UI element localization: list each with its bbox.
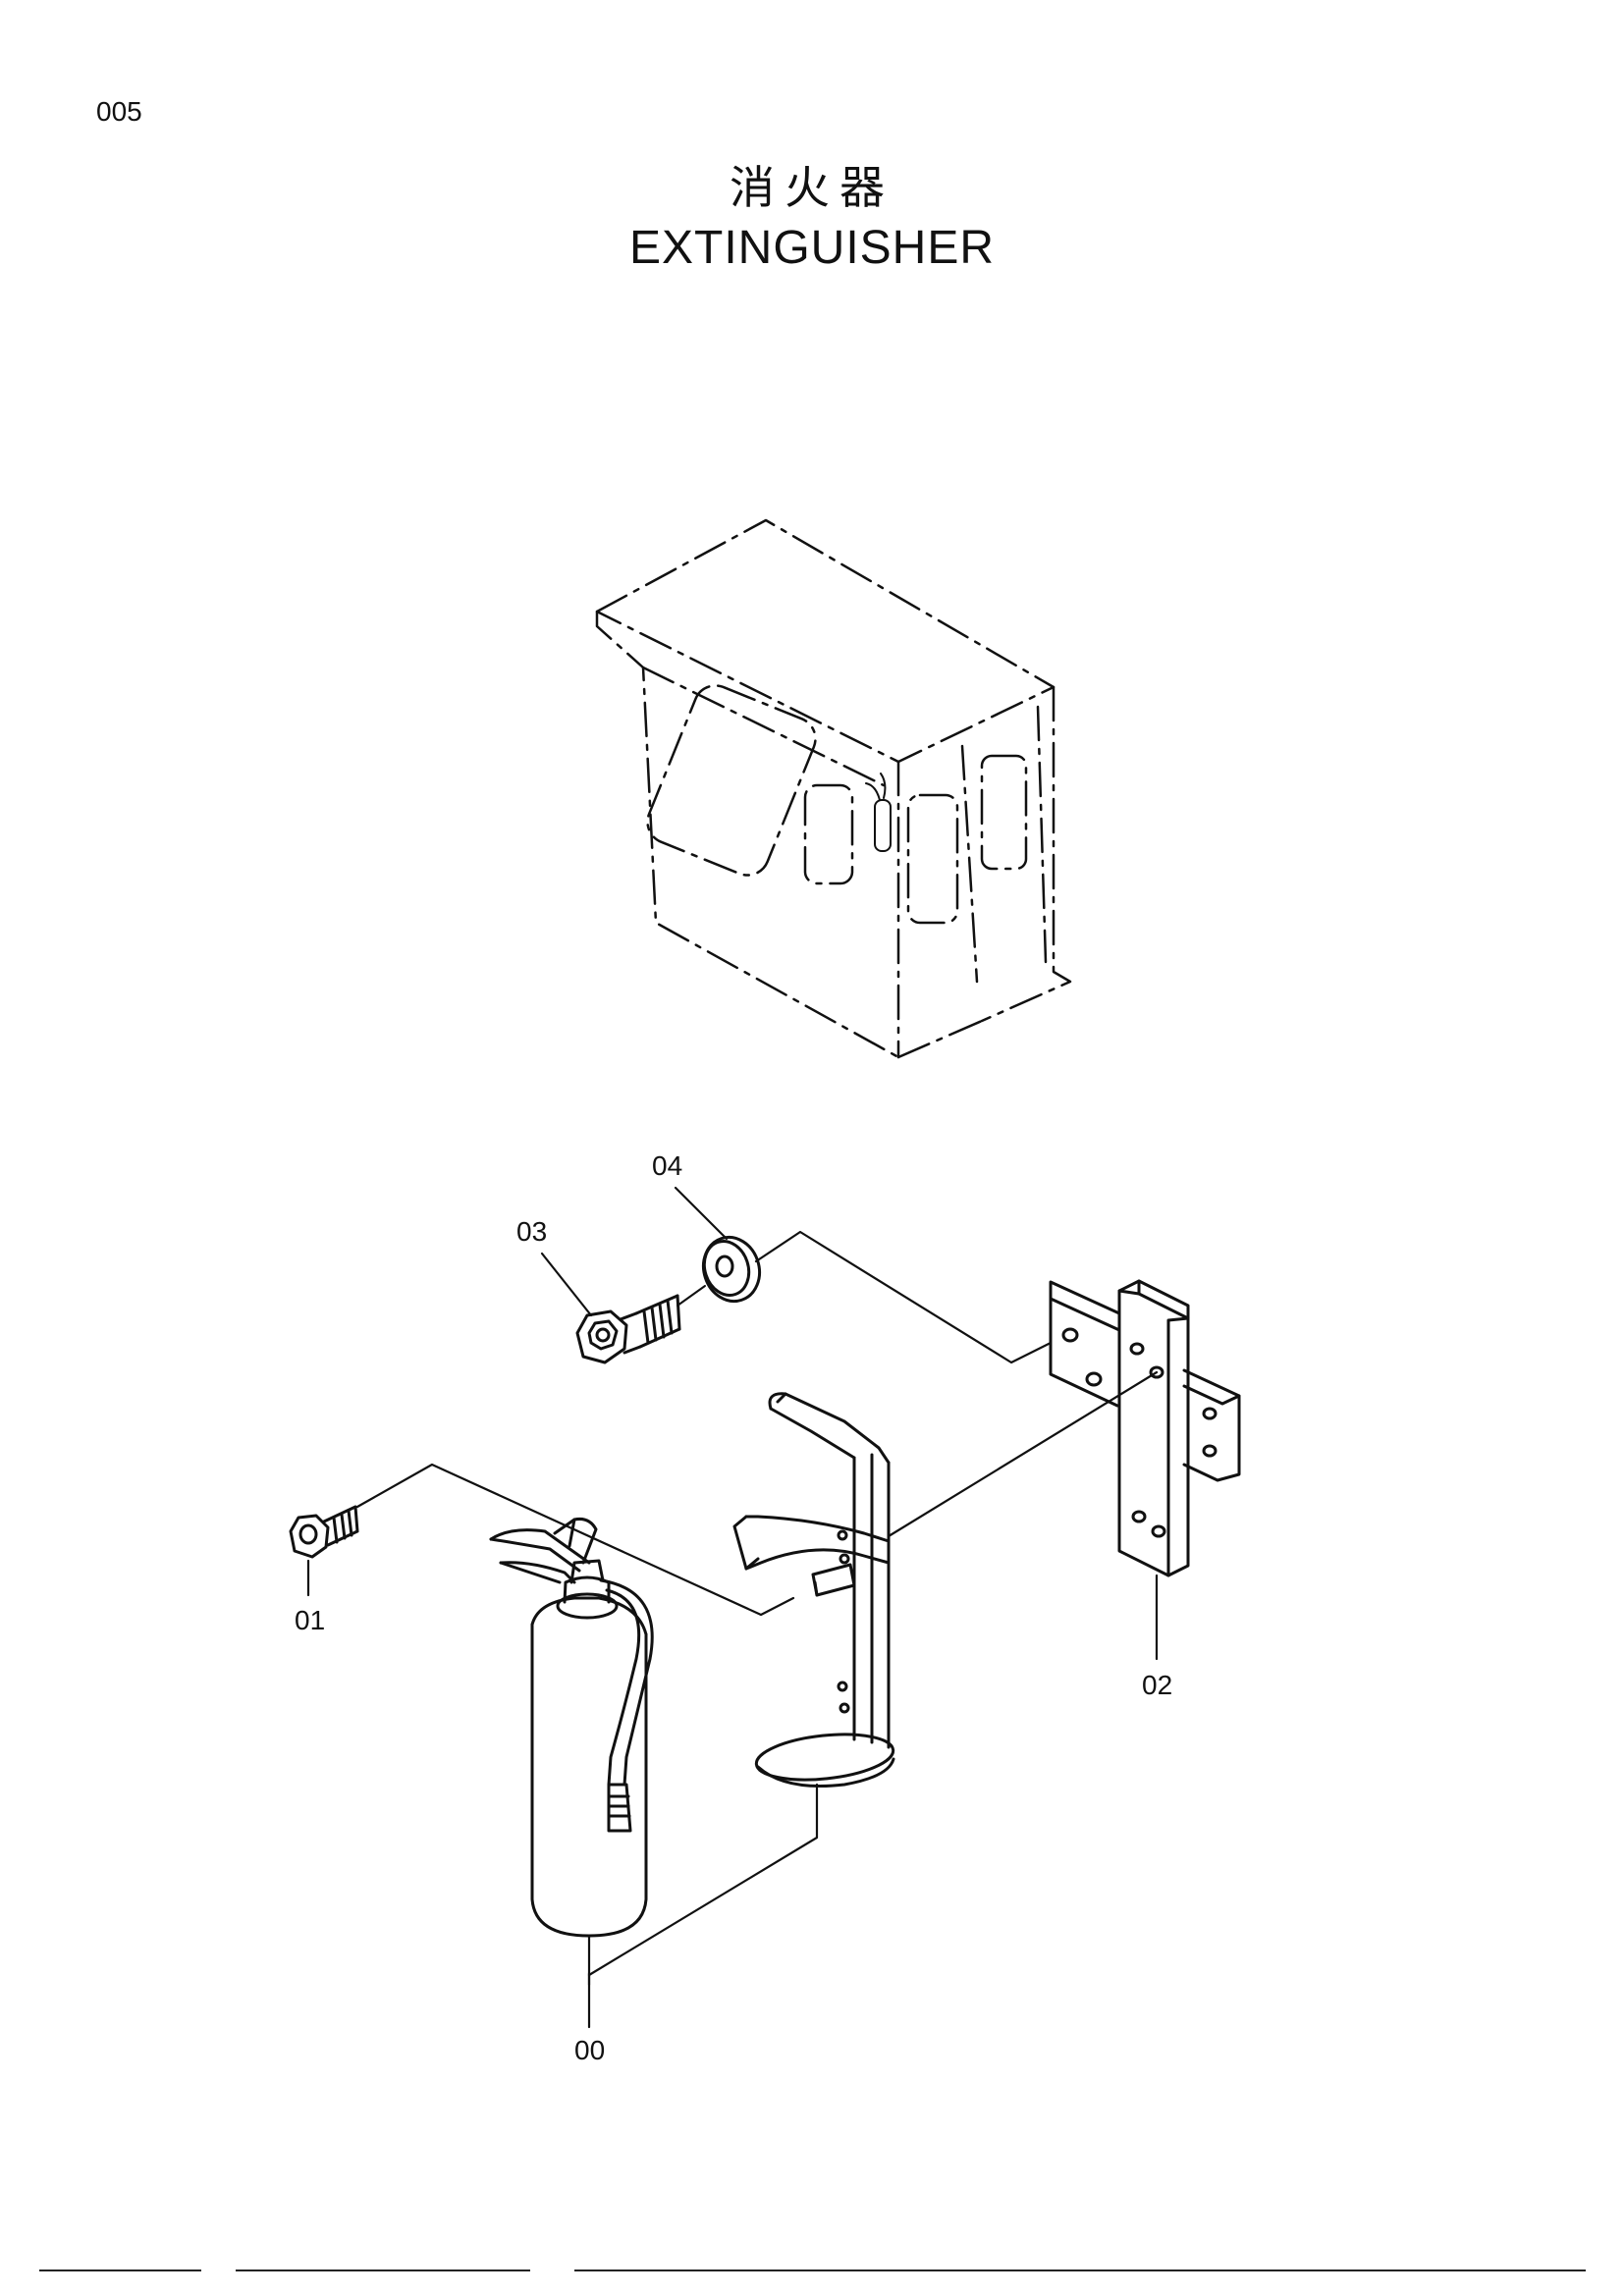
footer-rule-right (574, 2269, 1586, 2271)
callout-03: 03 (516, 1216, 547, 1247)
mounting-plate-part (1049, 1279, 1241, 1577)
title-chinese: 消火器 (730, 161, 894, 214)
callout-04: 04 (652, 1150, 682, 1181)
footer-rule-middle (236, 2269, 530, 2271)
title-block: 消火器 EXTINGUISHER (0, 157, 1624, 279)
callout-02: 02 (1142, 1670, 1172, 1700)
page-number: 005 (96, 96, 142, 127)
cab-outline (595, 518, 1072, 1059)
extinguisher-part (489, 1518, 654, 1938)
holder-bracket-part (732, 1392, 895, 1789)
cab-extinguisher-marker (865, 773, 892, 852)
title-english: EXTINGUISHER (628, 222, 996, 274)
footer-rule-left (39, 2269, 201, 2271)
bolt-washer-axis (677, 1285, 706, 1307)
washer-part (701, 1235, 762, 1304)
callout-00: 00 (574, 2035, 605, 2065)
leader-lines (306, 1186, 1159, 2029)
flange-bolt-part (575, 1294, 681, 1364)
bolt-part (289, 1505, 359, 1559)
callout-01: 01 (295, 1605, 325, 1635)
